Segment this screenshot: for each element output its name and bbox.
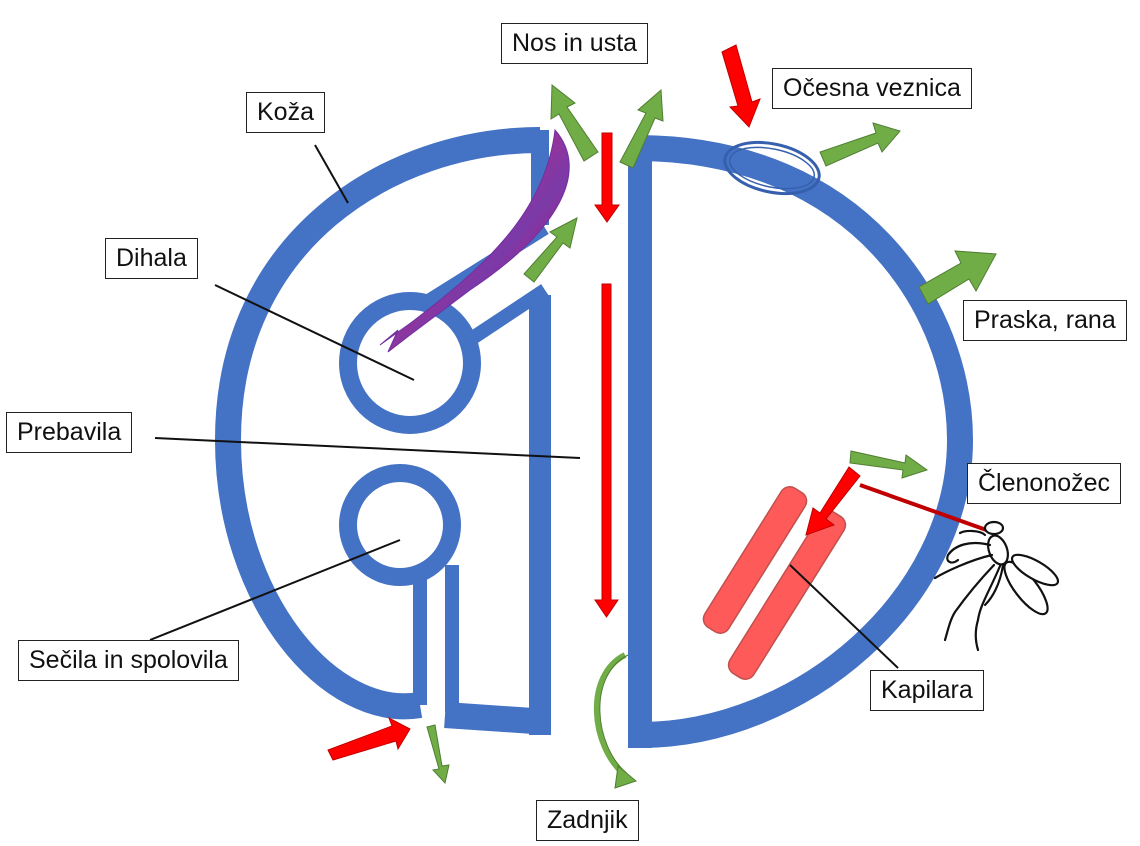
body-wall-right	[640, 148, 960, 735]
entry-arrow-genital	[328, 718, 410, 760]
exit-arrow-capillary	[850, 451, 927, 478]
label-ocesna-veznica: Očesna veznica	[772, 68, 972, 109]
label-secila-in-spolovila: Sečila in spolovila	[18, 640, 239, 681]
entry-arrow-eye	[722, 45, 760, 127]
entry-arrow-mouth	[595, 133, 619, 222]
mosquito-icon	[935, 522, 1062, 650]
lungs-sac	[348, 301, 472, 425]
label-zadnjik: Zadnjik	[536, 800, 639, 841]
exit-arrow-wound	[919, 251, 996, 304]
label-koza: Koža	[246, 92, 325, 133]
exit-arrow-anus	[597, 655, 625, 775]
label-prebavila: Prebavila	[6, 412, 132, 453]
bladder-sac	[348, 473, 452, 577]
label-praska-rana: Praska, rana	[963, 300, 1127, 341]
leader-koza	[315, 145, 348, 203]
exit-arrow-eye	[820, 123, 900, 166]
exit-arrow-genital	[427, 725, 449, 783]
entry-arrow-bite	[806, 467, 860, 535]
label-nos-in-usta: Nos in usta	[501, 23, 648, 64]
entry-arrow-gut	[595, 284, 618, 617]
label-clenonozec: Členonožec	[967, 463, 1121, 504]
label-kapilara: Kapilara	[870, 670, 984, 711]
label-dihala: Dihala	[105, 238, 198, 279]
exit-arrow-anus-head	[615, 766, 636, 788]
